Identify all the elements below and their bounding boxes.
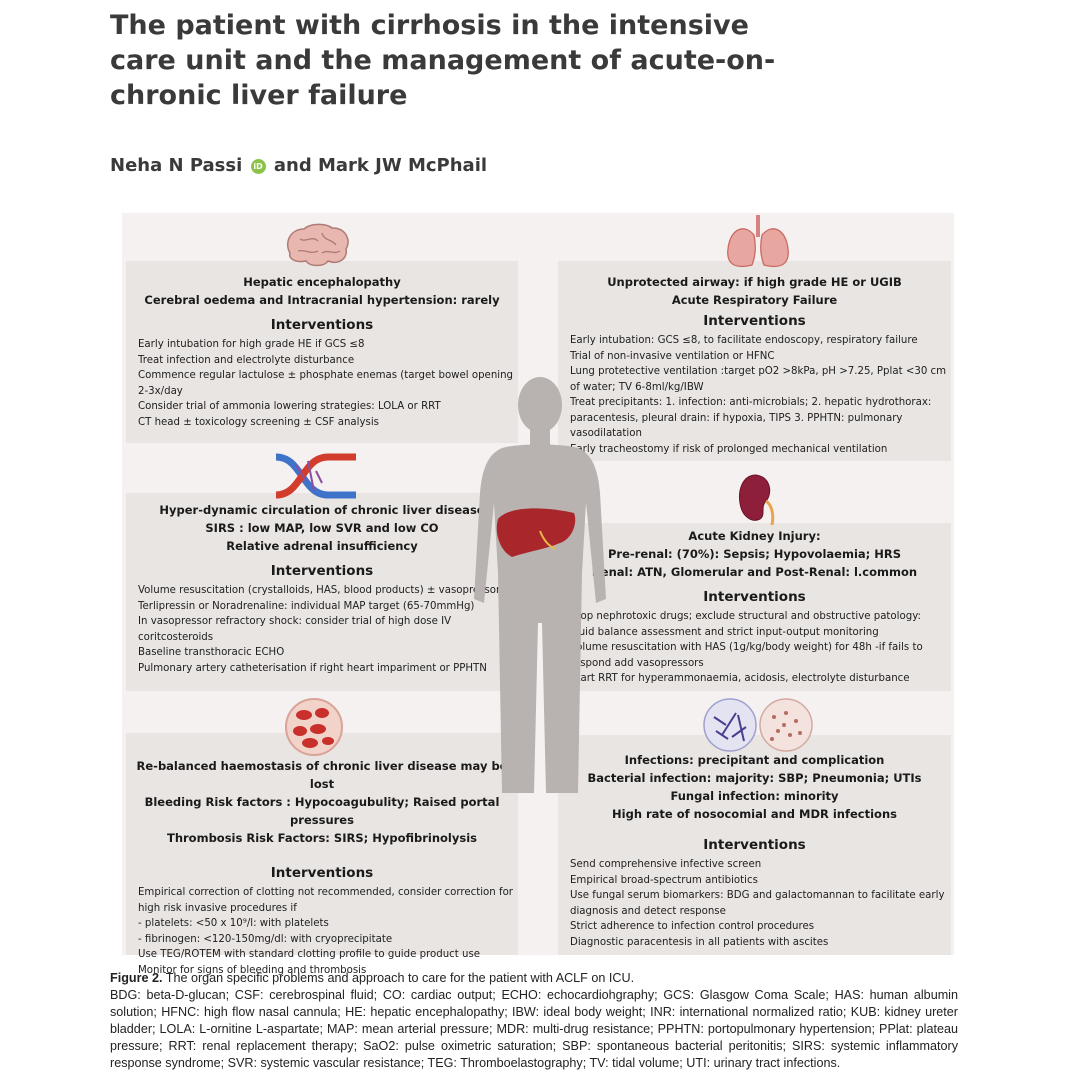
bacteria-icon (703, 698, 813, 752)
kidney-item: Start RRT for hyperammonaemia, acidosis,… (570, 673, 910, 684)
blood-cells-icon (285, 698, 343, 756)
caption-label: Figure 2. (110, 971, 163, 985)
haemostasis-headings: Re-balanced haemostasis of chronic liver… (126, 733, 518, 847)
haemostasis-list: Empirical correction of clotting not rec… (126, 885, 518, 978)
author-rest: and Mark JW McPhail (273, 155, 488, 176)
lungs-icon (727, 215, 789, 268)
figure-caption: Figure 2. The organ specific problems an… (110, 970, 958, 1072)
circulation-heading: Hyper-dynamic circulation of chronic liv… (159, 503, 485, 517)
airway-item: Treat precipitants: 1. infection: anti-m… (570, 397, 932, 439)
airway-interventions-title: Interventions (703, 313, 806, 329)
kidney-item: Fluid balance assessment and strict inpu… (570, 626, 879, 638)
brain-icon (286, 223, 349, 267)
airway-headings: Unprotected airway: if high grade HE or … (558, 261, 951, 309)
author-first: Neha N Passi (110, 155, 243, 176)
hepatic-item: Early intubation for high grade HE if GC… (138, 339, 365, 350)
circulation-interventions-title: Interventions (270, 563, 374, 579)
kidney-heading: Acute Kidney Injury: (688, 529, 821, 543)
haemostasis-item: - fibrinogen: <120-150mg/dl: with cryopr… (138, 933, 393, 945)
caption-abbreviations: BDG: beta-D-glucan; CSF: cerebrospinal f… (110, 988, 958, 1070)
haemostasis-interventions-title: Interventions (270, 865, 374, 881)
caption-text: The organ specific problems and approach… (162, 971, 635, 985)
kidney-headings: Acute Kidney Injury: Pre-renal: (70%): Se… (558, 523, 951, 581)
hepatic-item: CT head ± toxicology screening ± CSF ana… (138, 416, 379, 428)
haemostasis-item: Use TEG/ROTEM with standard clotting pro… (138, 949, 481, 960)
hepatic-interventions-title: Interventions (270, 317, 374, 333)
airway-heading: Unprotected airway: if high grade HE or … (607, 275, 902, 289)
circulation-headings: Hyper-dynamic circulation of chronic liv… (126, 493, 518, 555)
haemostasis-item: Monitor for signs of bleeding and thromb… (138, 964, 367, 976)
kidney-box: Acute Kidney Injury: Pre-renal: (70%): Se… (558, 523, 951, 691)
human-silhouette (474, 377, 606, 793)
infections-headings: Infections: precipitant and complication… (558, 735, 951, 823)
kidney-interventions-title: Interventions (703, 589, 806, 605)
airway-box: Unprotected airway: if high grade HE or … (558, 261, 951, 461)
kidney-heading: Renal: ATN, Glomerular and Post-Renal: l… (591, 565, 918, 579)
hepatic-heading: Hepatic encephalopathy (243, 275, 401, 289)
haemostasis-item: Empirical correction of clotting not rec… (138, 887, 513, 914)
article-title: The patient with cirrhosis in the intens… (110, 10, 776, 111)
infections-item: Send comprehensive infective screen (570, 859, 762, 870)
airway-item: Lung protetective ventilation :target pO… (570, 366, 947, 393)
hepatic-item: Treat infection and electrolyte disturba… (138, 354, 355, 366)
infections-heading: Infections: precipitant and complication (624, 753, 885, 767)
hepatic-list: Early intubation for high grade HE if GC… (126, 337, 518, 430)
infections-item: Empirical broad-spectrum antibiotics (570, 874, 758, 886)
kidney-heading: Pre-renal: (70%): Sepsis; Hypovolaemia; … (607, 547, 902, 561)
hepatic-item: Commence regular lactulose ± phosphate e… (138, 370, 514, 397)
circulation-heading: Relative adrenal insufficiency (226, 539, 418, 553)
circulation-heading: SIRS : low MAP, low SVR and low CO (205, 521, 439, 535)
kidney-item: Volume resuscitation with HAS (1g/kg/bod… (570, 642, 923, 669)
circulation-list: Volume resuscitation (crystalloids, HAS,… (126, 583, 518, 676)
hepatic-item: Consider trial of ammonia lowering strat… (138, 401, 441, 412)
airway-item: Early intubation: GCS ≤8, to facilitate … (570, 335, 918, 346)
hepatic-heading: Cerebral oedema and Intracranial hyperte… (144, 293, 500, 307)
infections-heading: Fungal infection: minority (670, 789, 839, 803)
airway-list: Early intubation: GCS ≤8, to facilitate … (558, 333, 951, 457)
kidney-item: Stop nephrotoxic drugs; exclude structur… (570, 611, 921, 622)
infections-heading: Bacterial infection: majority: SBP; Pneu… (587, 771, 922, 785)
haemostasis-heading: Thrombosis Risk Factors: SIRS; Hypofibri… (166, 831, 477, 845)
liver-icon (496, 508, 576, 557)
haemostasis-heading: Bleeding Risk factors : Hypocoagubulity;… (144, 795, 500, 827)
circulation-item: Baseline transthoracic ECHO (138, 647, 285, 658)
airway-heading: Acute Respiratory Failure (671, 293, 838, 307)
airway-item: Trial of non-invasive ventilation or HFN… (570, 350, 775, 362)
airway-item: Early tracheostomy if risk of prolonged … (570, 443, 888, 455)
authors: Neha N Passi iD and Mark JW McPhail (110, 155, 487, 176)
circulation-item: In vasopressor refractory shock: conside… (138, 616, 452, 643)
circulation-item: Terlipressin or Noradrenaline: individua… (138, 600, 475, 612)
haemostasis-heading: Re-balanced haemostasis of chronic liver… (136, 759, 508, 791)
vessels-icon (275, 453, 356, 499)
infections-interventions-title: Interventions (703, 837, 806, 853)
circulation-box: Hyper-dynamic circulation of chronic liv… (126, 493, 518, 691)
haemostasis-box: Re-balanced haemostasis of chronic liver… (126, 733, 518, 976)
infections-heading: High rate of nosocomial and MDR infectio… (612, 807, 897, 821)
kidney-icon (739, 474, 775, 526)
infections-item: Use fungal serum biomarkers: BDG and gal… (570, 890, 945, 917)
circulation-item: Pulmonary artery catheterisation if righ… (138, 662, 487, 674)
infections-item: Diagnostic paracentesis in all patients … (570, 936, 829, 948)
haemostasis-item: - platelets: <50 x 10⁹/l: with platelets (138, 918, 329, 929)
infections-item: Strict adherence to infection control pr… (570, 921, 815, 932)
infections-box: Infections: precipitant and complication… (558, 735, 951, 955)
orcid-icon[interactable]: iD (250, 158, 266, 174)
kidney-list: Stop nephrotoxic drugs; exclude structur… (558, 609, 951, 687)
circulation-item: Volume resuscitation (crystalloids, HAS,… (138, 585, 509, 596)
